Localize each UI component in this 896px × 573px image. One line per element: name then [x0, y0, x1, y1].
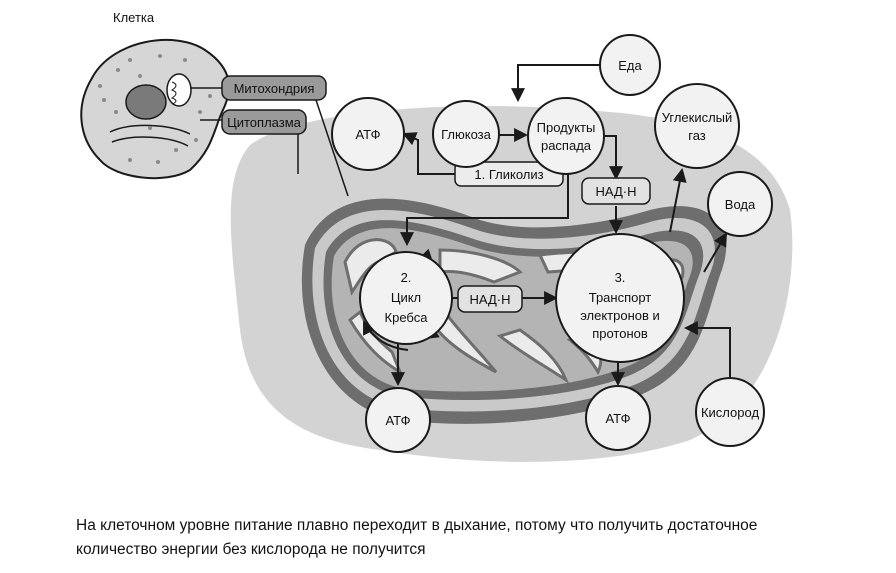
atp-top-label: АТФ: [355, 127, 380, 142]
atp-bottom-node: [585, 385, 651, 451]
transport-node: [555, 233, 685, 363]
products-label-line1: Продукты: [537, 120, 596, 135]
cell-nucleus: [125, 84, 167, 120]
cytoplasm-callout: [221, 109, 307, 135]
arrow-oxygen-to-transport: [683, 321, 731, 382]
krebs-label-line3: Кребса: [385, 310, 429, 325]
arrow-transport-to-water: [703, 232, 728, 273]
krebs-label-line1: 2.: [401, 270, 412, 285]
cell-er: [109, 124, 191, 147]
arrow-products-to-krebs: [400, 174, 569, 247]
figure-caption: На клеточном уровне питание плавно перех…: [76, 514, 856, 562]
transport-label-line4: протонов: [592, 326, 648, 341]
atp-bottom-label: АТФ: [605, 411, 630, 426]
transport-label-line2: Транспорт: [589, 290, 652, 305]
food-label: Еда: [618, 58, 642, 73]
atp-left-node: [365, 387, 431, 453]
cell-label: Клетка: [113, 10, 155, 25]
water-label: Вода: [725, 197, 756, 212]
krebs-label-line2: Цикл: [391, 290, 421, 305]
cell-inset: Клетка: [80, 10, 230, 180]
transport-label-line1: 3.: [615, 270, 626, 285]
cell-granules: [98, 54, 212, 164]
transport-label-line3: электронов и: [580, 308, 660, 323]
co2-label-line2: газ: [688, 128, 706, 143]
arrow-transport-to-co2: [669, 167, 687, 233]
mitochondria-callout: [221, 75, 327, 101]
nadh-top-box: [581, 177, 651, 205]
mitochondria-callout-label: Митохондрия: [234, 81, 315, 96]
nadh-mid-box: [457, 285, 523, 313]
co2-node: [654, 83, 740, 169]
water-node: [707, 171, 773, 237]
cell-mitochondrion: [166, 73, 192, 107]
arrow-food-to-products: [511, 64, 602, 103]
atp-top-node: [331, 97, 405, 171]
mitochondria-leader: [315, 99, 349, 197]
krebs-cycle-arrow-bottom: [363, 320, 409, 351]
arrow-products-to-nadh: [604, 135, 623, 181]
food-node: [599, 34, 661, 96]
products-node: [527, 97, 605, 175]
oxygen-node: [695, 377, 765, 447]
caption-line-1: На клеточном уровне питание плавно перех…: [76, 517, 758, 534]
nadh-top-label: НАД·Н: [595, 184, 636, 199]
atp-left-label: АТФ: [385, 413, 410, 428]
glucose-label: Глюкоза: [441, 127, 492, 142]
glycolysis-label: 1. Гликолиз: [474, 167, 543, 182]
co2-label-line1: Углекислый: [662, 110, 733, 125]
krebs-node: [359, 251, 453, 345]
cell-mitochondrion-cristae: [170, 81, 177, 105]
nadh-mid-label: НАД·Н: [469, 292, 510, 307]
products-label-line2: распада: [541, 138, 592, 153]
caption-line-2: количество энергии без кислорода не полу…: [76, 541, 426, 558]
glucose-node: [432, 100, 500, 168]
oxygen-label: Кислород: [701, 405, 759, 420]
arrow-glycolysis-to-atp: [402, 132, 455, 175]
cytoplasm-callout-label: Цитоплазма: [227, 115, 302, 130]
